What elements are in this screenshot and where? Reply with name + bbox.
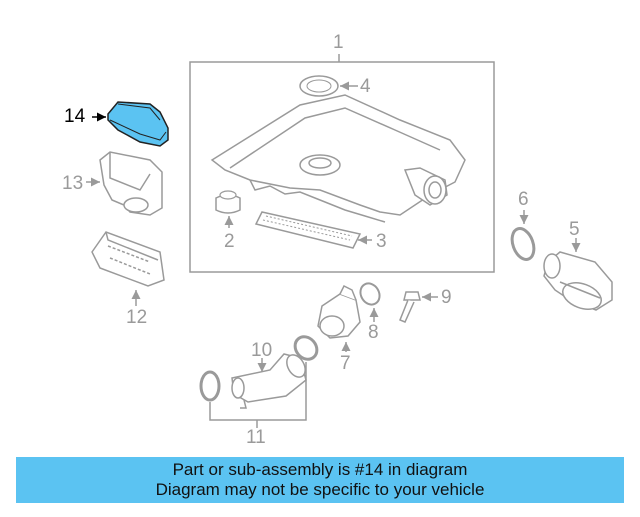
- callout-13: 13: [62, 173, 84, 194]
- mass-air-flow-sensor-part[interactable]: [317, 284, 361, 352]
- callout-14: 14: [64, 106, 86, 127]
- air-duct-cover-part-14[interactable]: [92, 101, 169, 147]
- air-hose-part-5[interactable]: [543, 238, 613, 314]
- bracket-11: [209, 362, 307, 428]
- callout-12: 12: [126, 307, 148, 328]
- callout-9: 9: [441, 287, 452, 308]
- intake-hose-part[interactable]: [231, 352, 309, 409]
- banner-line-1: Part or sub-assembly is #14 in diagram: [172, 460, 468, 479]
- hose-clamp-part-6[interactable]: [508, 210, 538, 262]
- callout-1: 1: [333, 32, 344, 53]
- part-info-banner: Part or sub-assembly is #14 in diagram D…: [16, 457, 624, 503]
- callout-8: 8: [368, 322, 379, 343]
- callout-11: 11: [246, 427, 266, 448]
- intake-duct-part[interactable]: [91, 231, 165, 306]
- air-filter-part[interactable]: [254, 211, 372, 249]
- callout-3: 3: [376, 231, 387, 252]
- bolt-part[interactable]: [399, 291, 438, 323]
- callout-6: 6: [518, 189, 529, 210]
- emblem-part[interactable]: [299, 75, 358, 97]
- callout-5: 5: [569, 219, 580, 240]
- callout-7: 7: [340, 353, 351, 374]
- banner-line-2: Diagram may not be specific to your vehi…: [155, 480, 485, 499]
- resonator-part[interactable]: [86, 151, 163, 216]
- o-ring-part[interactable]: [357, 280, 384, 322]
- engine-cover-part[interactable]: [210, 94, 466, 223]
- assembly-bracket-1: [189, 54, 495, 273]
- callout-4: 4: [360, 76, 371, 97]
- callout-10: 10: [251, 340, 273, 361]
- grommet-part[interactable]: [215, 190, 241, 228]
- callout-2: 2: [224, 231, 235, 252]
- hose-clamp-part-11b[interactable]: [291, 332, 322, 363]
- hose-clamp-part-11a[interactable]: [199, 370, 221, 402]
